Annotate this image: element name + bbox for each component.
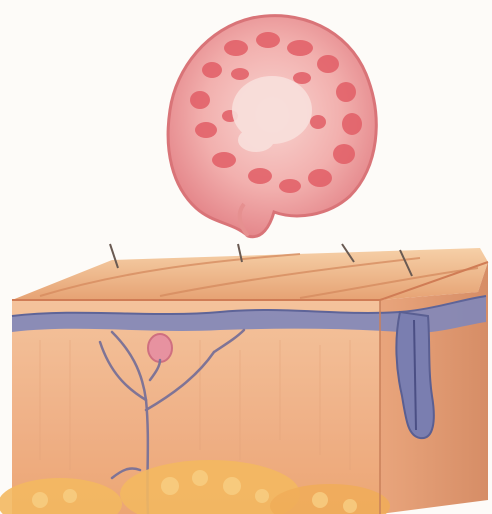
skin-top-surface xyxy=(12,248,488,304)
small-gland xyxy=(148,334,172,362)
enlarged-gland xyxy=(168,16,376,237)
